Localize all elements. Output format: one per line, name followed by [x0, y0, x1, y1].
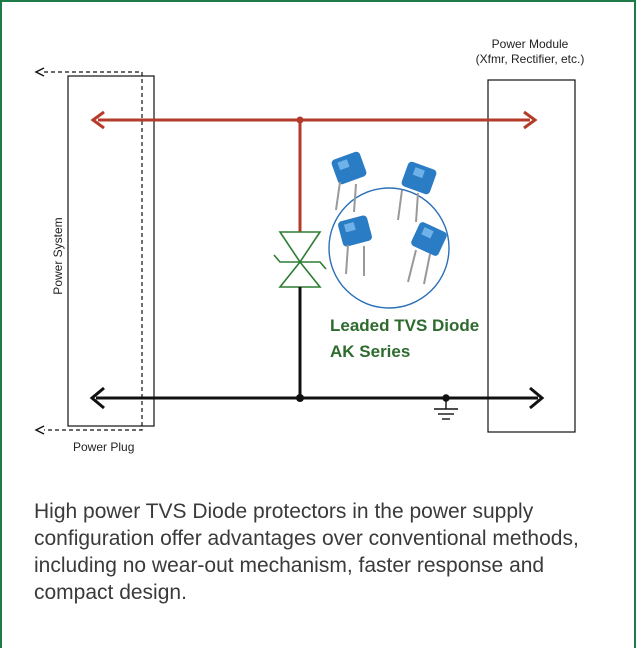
tvs-diode-component-icon [397, 161, 437, 223]
hot-arrow-left-icon [90, 110, 105, 130]
power-module-label: Power Module [492, 37, 569, 51]
return-junction [296, 394, 304, 402]
power-system-label: Power System [51, 217, 65, 294]
product-series-label: AK Series [330, 342, 410, 361]
tvs-diode-component-icon [331, 151, 367, 213]
power-system-box [67, 75, 155, 427]
product-highlight-circle [328, 187, 450, 309]
power-plug-label: Power Plug [73, 440, 134, 454]
power-plug-outline [44, 71, 143, 431]
tvs-diode-component-icon [338, 215, 372, 276]
return-arrow-left-icon [89, 386, 105, 410]
power-module-box [487, 79, 576, 433]
plug-arrow-bottom-icon [34, 425, 45, 435]
tvs-diode-component-icon [407, 222, 447, 285]
hot-junction [296, 116, 304, 124]
power-module-sublabel: (Xfmr, Rectifier, etc.) [476, 52, 585, 66]
ground-icon [434, 394, 458, 420]
return-arrow-right-icon [529, 386, 545, 410]
figure-caption: High power TVS Diode protectors in the p… [34, 500, 579, 604]
plug-arrow-top-icon [34, 67, 45, 77]
hot-arrow-right-icon [523, 110, 538, 130]
product-name-label: Leaded TVS Diode [330, 316, 479, 335]
tvs-diode-symbol [273, 231, 327, 288]
